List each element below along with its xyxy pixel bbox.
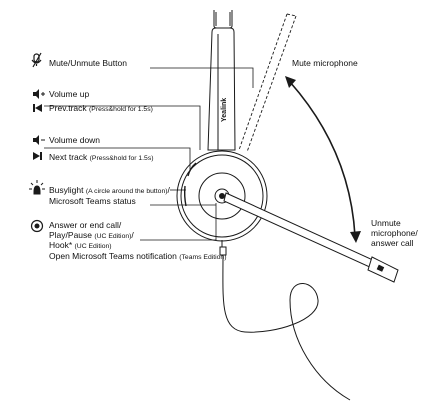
unmute-line-1: Unmute [371, 218, 401, 228]
unmute-line-2: microphone/ [371, 228, 418, 238]
answer-call-label: Answer or end call/ [49, 220, 122, 230]
mute-button-label: Mute/Unmute Button [49, 58, 127, 68]
center-button-icon [219, 193, 225, 199]
cable [219, 240, 351, 401]
svg-text:Yealink: Yealink [221, 98, 228, 122]
microphone-slash-icon [31, 52, 42, 68]
busylight-label: Busylight (A circle around the button)/ [49, 185, 170, 195]
boom-arm [223, 192, 399, 283]
volume-up-label: Volume up [49, 89, 90, 99]
light-burst-icon [29, 180, 45, 195]
previous-track-icon [33, 104, 42, 112]
next-track-icon [33, 152, 42, 160]
hook-label: Hook* (UC Edition) [49, 240, 112, 250]
play-pause-label: Play/Pause (UC Edition)/ [49, 230, 134, 240]
unmute-line-3: answer call [371, 238, 414, 248]
headband-logo: Yealink [221, 98, 228, 122]
mute-microphone-label: Mute microphone [292, 58, 358, 68]
volume-down-label: Volume down [49, 135, 101, 145]
headband [207, 10, 236, 151]
speaker-minus-icon [33, 135, 45, 145]
rotation-arrow [285, 76, 361, 243]
phone-button-icon [30, 219, 44, 233]
speaker-plus-icon [33, 89, 45, 99]
teams-notification-label: Open Microsoft Teams notification (Teams… [49, 251, 227, 261]
leader-lines [44, 67, 254, 241]
prev-track-label: Prev.track (Press&hold for 1.5s) [49, 103, 153, 113]
teams-status-label: Microsoft Teams status [49, 196, 136, 206]
boom-arm-dashed [238, 13, 297, 153]
next-track-label: Next track (Press&hold for 1.5s) [49, 152, 154, 162]
